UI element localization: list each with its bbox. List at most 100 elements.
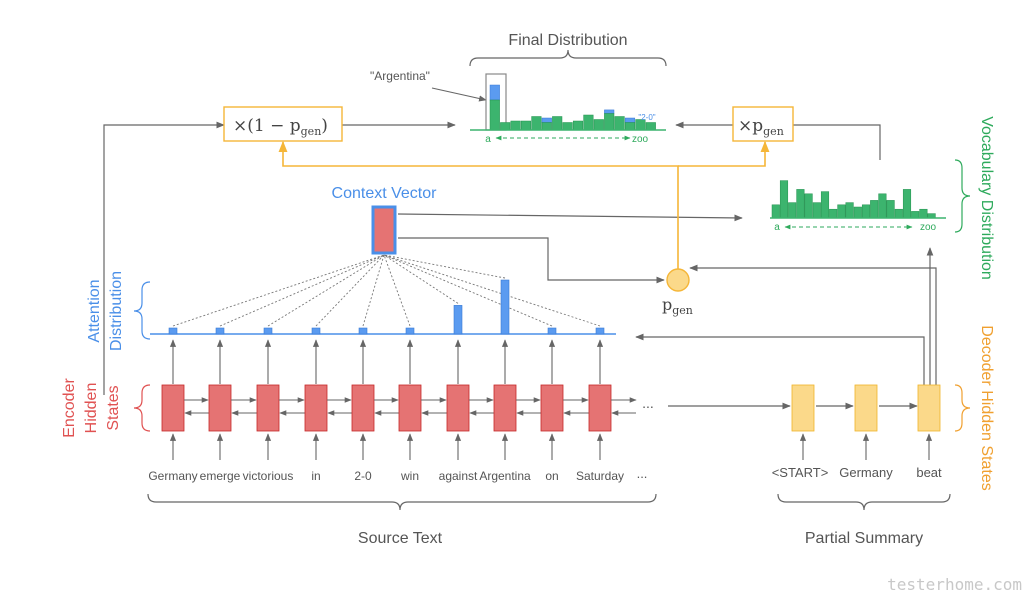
context-vector: Context Vector (332, 185, 438, 255)
vocab-axis-zoo: zoo (920, 222, 937, 233)
context-dotted-line (219, 254, 385, 327)
vocab-bar (870, 200, 879, 219)
encoder-cells (161, 339, 637, 460)
encoder-label-2: Hidden (83, 383, 100, 434)
vocab-brace (954, 159, 971, 233)
vocab-bar (886, 200, 895, 219)
vocab-bar (820, 191, 830, 219)
final-distribution: Final Distribution "Argentina" "2-0" a z… (370, 32, 667, 145)
source-word: emerge (200, 469, 241, 483)
context-dotted-line (383, 254, 601, 327)
attention-bars (168, 279, 605, 335)
final-bar-vocab (583, 114, 594, 131)
context-dotted-line (315, 254, 385, 327)
svg-text:States: States (105, 385, 122, 430)
final-bar-vocab (489, 99, 500, 131)
encoder-cell (208, 384, 232, 432)
source-brace (147, 493, 657, 511)
vocab-bar (796, 189, 805, 219)
source-word: on (545, 469, 558, 483)
final-bar-attention (624, 117, 636, 123)
attention-bar (311, 327, 321, 335)
pgen-lines (278, 140, 770, 270)
source-word: victorious (243, 469, 294, 483)
svg-text:Distribution: Distribution (108, 271, 125, 351)
final-distribution-title: Final Distribution (508, 32, 627, 49)
pgen-node: pgen (662, 268, 693, 317)
context-vector-label: Context Vector (332, 185, 438, 202)
context-dotted-line (383, 254, 459, 304)
context-dotted-line (383, 254, 411, 327)
attention-label-2: Distribution (108, 271, 125, 351)
source-word: against (439, 469, 478, 483)
final-brace (469, 49, 667, 67)
final-bar-vocab (645, 122, 656, 131)
source-word: win (400, 469, 419, 483)
twozero-label: "2-0" (638, 113, 655, 122)
attention-bar (263, 327, 273, 335)
summary-word: Germany (839, 465, 893, 480)
svg-text:pgen: pgen (662, 295, 693, 317)
pgen-sub: gen (672, 304, 693, 317)
mult-right-text: ×p (738, 116, 763, 136)
summary-word: <START> (772, 465, 829, 480)
attention-brace (133, 281, 151, 340)
attention-bar (168, 327, 178, 335)
source-ellipsis: ... (637, 466, 648, 481)
vocab-bar (845, 202, 854, 219)
svg-text:×pgen: ×pgen (738, 116, 784, 138)
svg-text:Hidden: Hidden (83, 383, 100, 434)
attention-bar (500, 279, 510, 335)
vocab-bar (853, 206, 862, 219)
source-word: Germany (148, 469, 197, 483)
encoder-cell (351, 384, 375, 432)
encoder-cell (446, 384, 470, 432)
vocab-bars (771, 180, 936, 219)
final-bar-vocab (541, 122, 552, 131)
attention-distribution: Attention Distribution (86, 271, 616, 351)
partial-summary-group: Partial Summary (777, 493, 951, 547)
vocab-bar (812, 202, 821, 219)
decoder-cell (854, 384, 878, 432)
context-dotted-lines (172, 254, 601, 327)
encoder-cell (493, 384, 517, 432)
mult-left-sub: gen (301, 125, 322, 138)
svg-text:Encoder: Encoder (61, 378, 78, 438)
context-dotted-line (362, 254, 385, 327)
decoder-cells (791, 384, 941, 460)
attention-bar (358, 327, 368, 335)
mult-right-box: ×pgen (732, 106, 794, 142)
vocab-bar (861, 204, 871, 219)
final-bar-vocab (520, 120, 532, 131)
decoder: Decoder Hidden States (791, 325, 995, 491)
encoder-cell (540, 384, 564, 432)
final-bar-vocab (552, 116, 563, 131)
final-bar-vocab (604, 113, 615, 131)
attention-bar (453, 305, 463, 335)
context-dotted-line (267, 254, 385, 327)
source-word: 2-0 (354, 469, 372, 483)
summary-brace (777, 493, 951, 511)
svg-text:Attention: Attention (86, 279, 103, 342)
context-dotted-line (383, 254, 506, 279)
final-bar-vocab (531, 116, 542, 131)
encoder-cell (588, 384, 612, 432)
source-text-group: Source Text (147, 493, 657, 547)
vocab-bar (894, 208, 903, 219)
decoder-cell (917, 384, 941, 432)
partial-summary-label: Partial Summary (805, 530, 923, 547)
attention-bar (595, 327, 605, 335)
encoder-ellipsis: ... (642, 395, 654, 411)
decoder-cell (791, 384, 815, 432)
argentina-label: "Argentina" (370, 69, 430, 83)
vocab-bar (779, 180, 789, 219)
vocab-bar (878, 193, 887, 219)
vocab-bar (911, 211, 920, 219)
final-bar-attention (541, 117, 552, 123)
source-word: Argentina (479, 469, 531, 483)
pgen-text: p (662, 295, 672, 314)
encoder-cell (304, 384, 328, 432)
source-word: in (311, 469, 320, 483)
attention-bar (405, 327, 415, 335)
